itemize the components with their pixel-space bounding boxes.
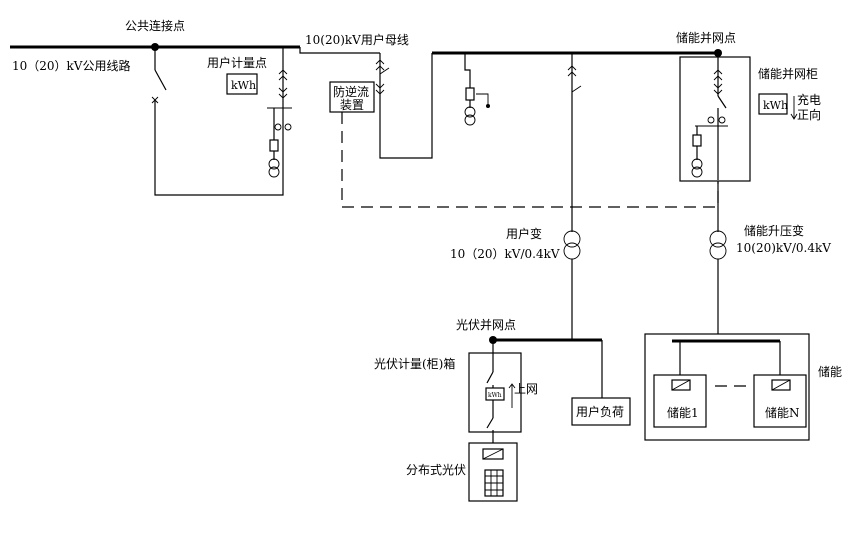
cabinet-pt-upper [691,158,703,170]
storage-transformer-label: 储能升压变 [744,223,804,238]
storage-n-label: 储能N [765,405,800,420]
storage-cabinet-label: 储能并网柜 [758,66,818,81]
charge-dir-line2: 正向 [797,107,821,122]
bus-pt-ground [476,93,489,104]
pv-grid-point-label: 光伏并网点 [456,318,516,332]
user-transformer-upper [563,230,581,248]
pv-kwh-label: kWh [488,392,502,399]
storage-kwh-label: kWh [763,99,788,112]
user-transformer-label: 用户变 [506,226,542,241]
pv-meter-box-label: 光伏计量(柜)箱 [374,356,455,371]
user-transformer-lower [563,242,581,260]
pv-panel-grid [485,470,503,496]
anti-reverse-loop [379,53,433,159]
pv-switch-lower [486,417,494,429]
storage-grid-point-label: 储能并网点 [676,30,736,45]
user-load-label: 用户负荷 [576,404,624,419]
user-load-box [571,397,631,426]
storage-kwh-meter [758,93,788,115]
storage-transformer-lower [709,242,727,260]
meter-pt-lower [268,166,280,178]
anti-reverse-device [329,81,375,113]
meter-lower-disconnect [278,87,288,99]
storage-transformer-upper [709,230,727,248]
storage-cabinet [679,56,751,182]
anti-reverse-line2: 装置 [340,98,364,112]
user-kwh-meter [226,73,258,95]
cabinet-ct-2 [718,116,726,124]
ct-2 [284,123,292,131]
storage-label: 储能 [818,364,842,379]
user-feeder-switch [571,85,582,93]
user-meter-point-label: 用户计量点 [207,55,267,70]
user-bus-label: 10(20)kV用户母线 [305,32,409,47]
bus-switch [379,67,390,75]
storage-transformer-rating: 10(20)kV/0.4kV [736,241,831,255]
charge-dir-line1: 充电 [797,92,821,107]
public-line-label: 10（20）kV公用线路 [12,58,130,73]
pv-kwh-meter [485,387,505,401]
ct-1 [274,123,282,131]
bus-disconnect-upper [375,59,385,71]
bus-pt-branch [464,53,471,88]
bus-pt-lower [464,114,476,126]
bus-disconnect-lower [375,83,385,95]
control-dashed-line [341,112,719,208]
bus-pt-upper [464,106,476,118]
grid-feed-arrow [508,383,516,408]
user-transformer-rating: 10（20）kV/0.4kV [450,247,560,261]
meter-fuse [269,139,279,152]
bus-pt-fuse [465,87,475,101]
cabinet-disconnect-lower [713,83,723,95]
cabinet-disconnect-upper [713,69,723,81]
storage-1-label: 储能1 [667,405,699,420]
cabinet-switch [717,95,727,109]
cabinet-pt-lower [691,166,703,178]
distributed-pv-label: 分布式光伏 [406,463,466,477]
pv-switch-upper [486,371,494,384]
charge-direction-arrow [790,96,798,120]
user-kwh-label: kWh [231,79,256,92]
anti-reverse-line1: 防逆流 [333,84,369,99]
cabinet-fuse [692,134,702,147]
user-bus-link [299,47,380,54]
user-feeder-disconnect [567,65,577,77]
public-point-label: 公共连接点 [125,18,185,33]
meter-upper-disconnect [278,69,288,81]
public-switch [154,69,167,91]
meter-pt-upper [268,158,280,170]
cabinet-ct-1 [707,116,715,124]
grid-feed-label: 上网 [514,382,538,396]
public-branch-loop [154,100,284,196]
